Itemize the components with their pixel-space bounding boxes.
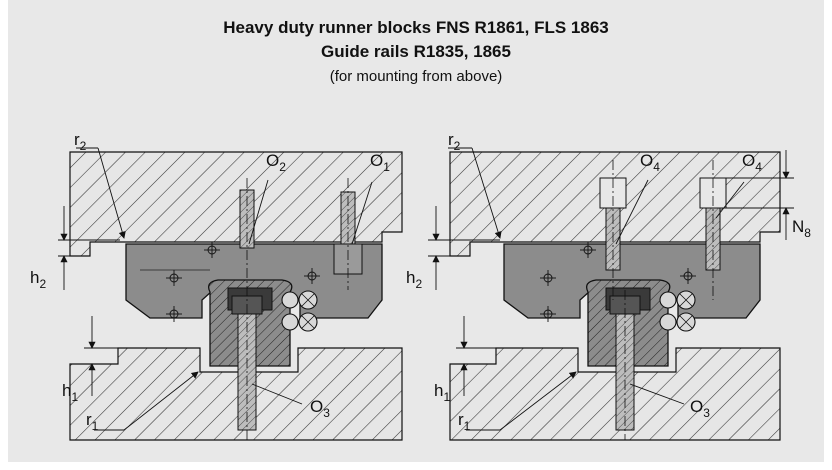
right-label-h2: h2 (406, 268, 422, 291)
left-fixing-marks (166, 242, 320, 322)
right-label-o4b: O4 (742, 151, 762, 174)
title-line-1: Heavy duty runner blocks FNS R1861, FLS … (223, 18, 609, 37)
right-label-h1: h1 (434, 381, 450, 404)
right-label-n8: N8 (792, 217, 811, 240)
left-base (69, 347, 403, 441)
left-view: r2 O2 O1 h2 h1 r1 O3 (30, 130, 403, 441)
right-leaders (448, 147, 745, 431)
right-label-r2: r2 (448, 130, 461, 153)
left-label-o1: O1 (370, 151, 390, 174)
left-label-h1: h1 (62, 381, 78, 404)
left-label-h2: h2 (30, 268, 46, 291)
right-label-o4a: O4 (640, 151, 660, 174)
left-label-r2: r2 (74, 130, 87, 153)
left-label-o3: O3 (310, 397, 330, 420)
left-leaders (76, 147, 373, 431)
right-fixing-marks (540, 242, 696, 322)
right-dim-n8 (726, 150, 794, 240)
left-roller-cross (301, 293, 315, 329)
right-view: r2 O4 O4 N8 h2 h1 r1 O3 (406, 130, 811, 441)
right-label-r1: r1 (458, 410, 471, 433)
right-roller-cross (679, 293, 693, 329)
left-dim-h2 (58, 206, 120, 290)
right-label-o3: O3 (690, 397, 710, 420)
right-dim-h2 (428, 206, 500, 290)
title-line-2: Guide rails R1835, 1865 (321, 42, 511, 61)
right-dim-h1 (456, 316, 496, 396)
left-dim-h1 (84, 316, 118, 396)
right-base (449, 347, 781, 441)
figure-title: Heavy duty runner blocks FNS R1861, FLS … (8, 16, 824, 88)
left-label-o2: O2 (266, 151, 286, 174)
title-line-3: (for mounting from above) (329, 68, 503, 85)
left-centerlines (246, 178, 349, 440)
left-label-r1: r1 (86, 410, 99, 433)
right-centerlines (612, 160, 714, 440)
